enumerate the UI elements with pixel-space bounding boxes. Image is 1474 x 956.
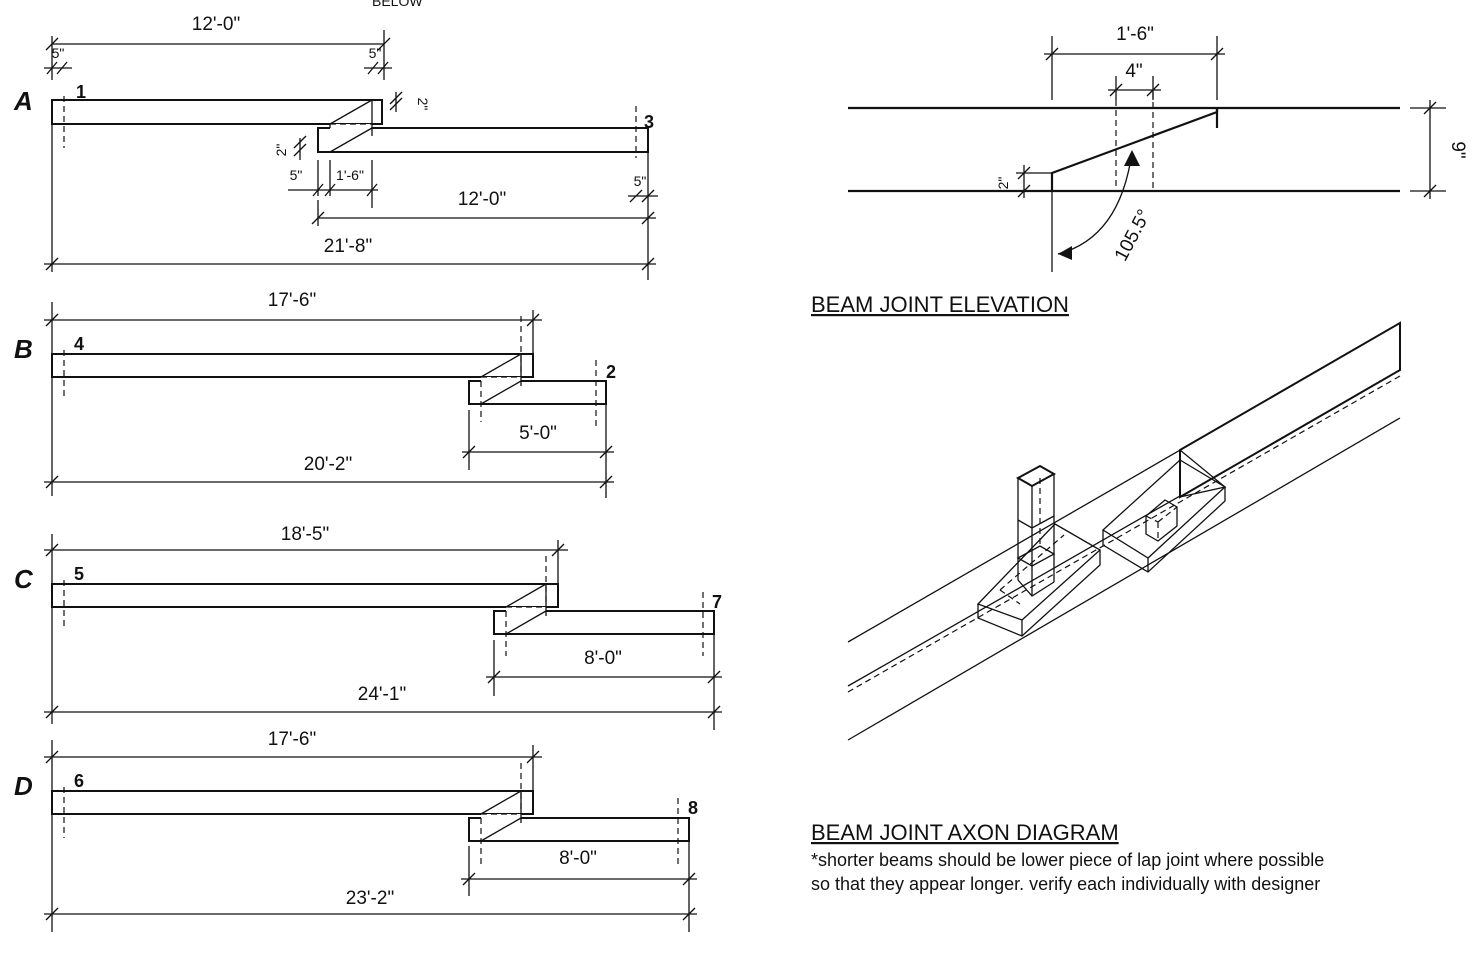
cut-text: BELOW [372,0,423,9]
beam-6-number: 6 [74,771,84,791]
elev-dim-notch: 4" [1125,61,1142,82]
elev-dim-depth: 9" [1447,141,1468,158]
lap-joint-a [329,99,373,153]
elev-dim-angle: 105.5° [1111,206,1155,265]
dim-c-overall-label: 24'-1" [358,684,406,705]
dim-a-top-label: 12'-0" [192,14,240,35]
dim-a-drop-right: 2" [415,98,431,111]
dim-a-offsets: 5" 5" [44,45,392,75]
axon-note-line-1: *shorter beams should be lower piece of … [811,850,1324,870]
beam-2-number: 2 [606,362,616,382]
dim-a-top-left-offset: 5" [52,45,65,61]
axon-post [1015,464,1057,597]
beam-6 [51,790,534,815]
row-label-a: A [13,86,33,116]
dim-c-second-label: 8'-0" [584,648,622,669]
beam-joint-axon: BEAM JOINT AXON DIAGRAM *shorter beams s… [811,321,1401,894]
beam-joint-elevation: 1'-6" 4" 9" 2" 105.5° BEAM JOINT ELEVATI… [811,24,1468,317]
dim-a-overall: 21'-8" [44,124,656,280]
elev-dim-lap: 1'-6" [1116,24,1154,45]
dim-a-lap-label: 1'-6" [336,167,364,183]
dim-d-second-label: 8'-0" [559,848,597,869]
dim-a-drop-left: 2" [273,144,289,157]
row-d: D 17'-6" 6 8 [14,729,698,932]
lap-joint-d [480,790,522,866]
dim-a-bottom-right-offset: 5" [634,173,647,189]
elev-dim-drop: 2" [995,177,1011,190]
beam-8 [468,817,690,842]
dim-a-overall-label: 21'-8" [324,236,372,257]
beam-2 [468,380,607,405]
row-label-b: B [14,334,33,364]
row-label-c: C [14,564,34,594]
dim-a-top-right-offset: 5" [369,45,382,61]
beam-4 [51,353,534,378]
dim-c-second: 8'-0" [486,634,722,730]
dim-d-overall: 23'-2" [44,814,697,932]
dim-d-top: 17'-6" [44,729,542,791]
dim-d-overall-label: 23'-2" [346,888,394,909]
dim-a-second: 12'-0" 5" [311,150,658,226]
row-a: BELOW A 12'-0" 5" 5" 1 3 [13,0,658,280]
beam-7-number: 7 [712,592,722,612]
dim-a-lap: 5" 1'-6" [288,160,378,208]
dim-b-second: 5'-0" [462,404,614,470]
axon-lap-piece-1 [1101,459,1227,573]
dim-c-top-label: 18'-5" [281,524,329,545]
beam-1-number: 1 [76,82,86,102]
beam-7 [493,610,715,635]
dim-a-drops: 2" 2" [273,91,431,160]
beam-8-number: 8 [688,798,698,818]
axon-title: BEAM JOINT AXON DIAGRAM [811,820,1119,845]
axon-lap-piece-2 [976,523,1102,637]
dim-a-second-label: 12'-0" [458,189,506,210]
beam-5-number: 5 [74,564,84,584]
beam-4-number: 4 [74,334,84,354]
dim-c-overall: 24'-1" [44,607,722,724]
beam-1 [51,99,383,125]
beam-5 [51,583,559,608]
row-c: C 18'-5" 5 7 [14,524,722,730]
row-label-d: D [14,771,33,801]
axon-note-line-2: so that they appear longer. verify each … [811,874,1320,894]
beam-3-number: 3 [644,112,654,132]
beam-3 [317,127,649,153]
dim-c-top: 18'-5" [44,524,568,584]
elevation-title: BEAM JOINT ELEVATION [811,292,1069,317]
dim-b-overall-label: 20'-2" [304,454,352,475]
lap-joint-c [505,583,547,656]
dim-a-top: 12'-0" [45,14,391,80]
dim-d-top-label: 17'-6" [268,729,316,750]
dim-b-second-label: 5'-0" [519,423,557,444]
dim-b-top-label: 17'-6" [268,290,316,311]
row-b: B 17'-6" 4 2 [14,290,616,498]
dim-b-overall: 20'-2" [44,377,614,498]
dim-d-second: 8'-0" [461,841,697,932]
dim-b-top: 17'-6" [44,290,542,354]
dim-a-bottom-left-offset: 5" [290,167,303,183]
lap-joint-b [480,353,522,422]
